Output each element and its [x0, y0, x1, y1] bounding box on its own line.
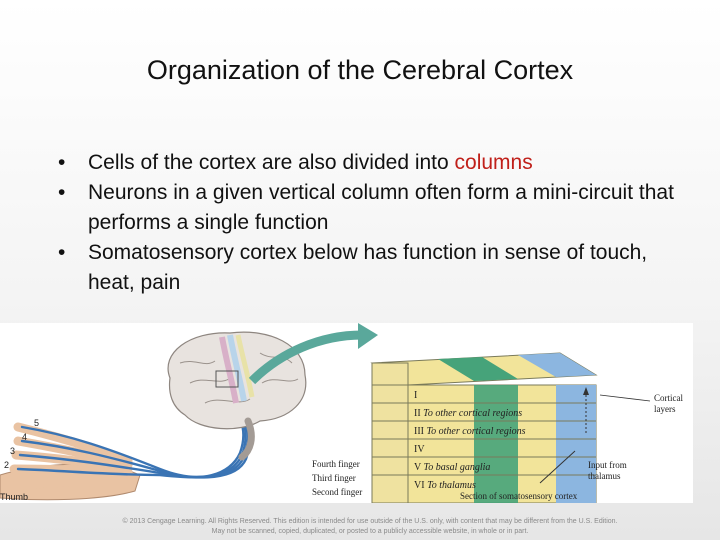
- layer-label-2: II To other cortical regions: [414, 408, 522, 419]
- copyright-notice: © 2013 Cengage Learning. All Rights Rese…: [70, 517, 670, 537]
- section-caption: Section of somatosensory cortex: [460, 491, 578, 501]
- layer-numeral-4: IV: [414, 444, 425, 455]
- layer-labels: I II To other cortical regions III To ot…: [414, 390, 526, 491]
- finger-number-3: 3: [10, 446, 15, 456]
- bullet-item: Neurons in a given vertical column often…: [58, 178, 678, 238]
- copyright-line: May not be scanned, copied, duplicated, …: [211, 528, 529, 535]
- thumb-label: Thumb: [0, 492, 28, 502]
- slide-title: Organization of the Cerebral Cortex: [146, 55, 574, 85]
- finger-number-4: 4: [22, 432, 27, 442]
- layer-label-6: VI To thalamus: [414, 480, 476, 491]
- layer-label-5: V To basal ganglia: [414, 462, 490, 473]
- finger-label-2: Second finger: [312, 487, 362, 497]
- somatosensory-figure: I II To other cortical regions III To ot…: [0, 323, 693, 503]
- finger-number-5: 5: [34, 418, 39, 428]
- layer-label-3: III To other cortical regions: [414, 426, 526, 437]
- input-label-2: thalamus: [588, 471, 621, 481]
- bullet-text: Cells of the cortex are also divided int…: [88, 151, 455, 174]
- layer-numeral-1: I: [414, 390, 417, 401]
- input-label-1: Input from: [588, 460, 627, 470]
- finger-label-3: Third finger: [312, 473, 356, 483]
- cortical-layers-label-2: layers: [654, 404, 676, 414]
- bullet-item: Cells of the cortex are also divided int…: [58, 148, 678, 178]
- zoom-arrow: [248, 323, 378, 385]
- finger-number-2: 2: [4, 460, 9, 470]
- bullet-list: Cells of the cortex are also divided int…: [58, 148, 678, 298]
- brain-illustration: [167, 331, 307, 461]
- bullet-text: Neurons in a given vertical column often…: [88, 181, 674, 234]
- cortical-layers-label-1: Cortical: [654, 393, 683, 403]
- highlight-columns: columns: [454, 151, 533, 174]
- finger-label-4: Fourth finger: [312, 459, 360, 469]
- bullet-text: Somatosensory cortex below has function …: [88, 241, 648, 294]
- bullet-item: Somatosensory cortex below has function …: [58, 238, 678, 298]
- cortex-block: [370, 352, 598, 503]
- copyright-line: © 2013 Cengage Learning. All Rights Rese…: [122, 518, 618, 525]
